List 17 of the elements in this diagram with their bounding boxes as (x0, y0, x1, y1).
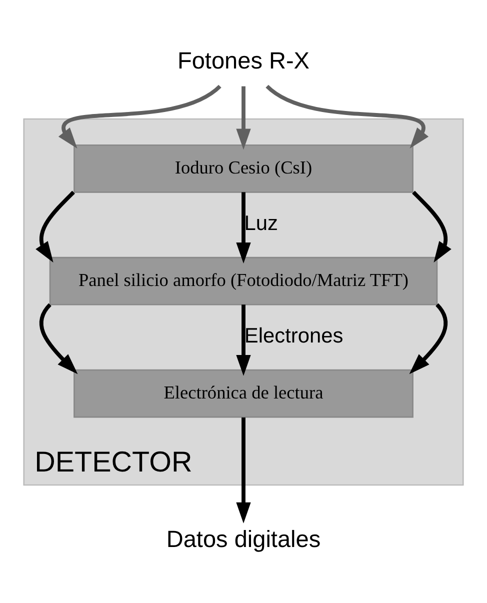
arrow (412, 190, 452, 262)
arrow (236, 192, 251, 263)
node-box: Panel silicio amorfo (Fotodiodo/Matriz TFT) (49, 256, 438, 305)
node-box: Ioduro Cesio (CsI) (74, 144, 414, 192)
edge-label: Electrones (244, 324, 344, 347)
arrow (236, 86, 251, 150)
node-box: Electrónica de lectura (74, 368, 414, 418)
arrow (58, 84, 222, 148)
node-text: Datos digitales (166, 525, 321, 552)
arrow (236, 417, 251, 523)
arrow (36, 190, 75, 262)
arrow (409, 302, 448, 374)
arrow (236, 304, 251, 376)
arrow (39, 302, 78, 374)
node-text: Fotones R-X (178, 47, 310, 74)
arrow (266, 84, 429, 148)
edge-label: Luz (244, 211, 278, 234)
